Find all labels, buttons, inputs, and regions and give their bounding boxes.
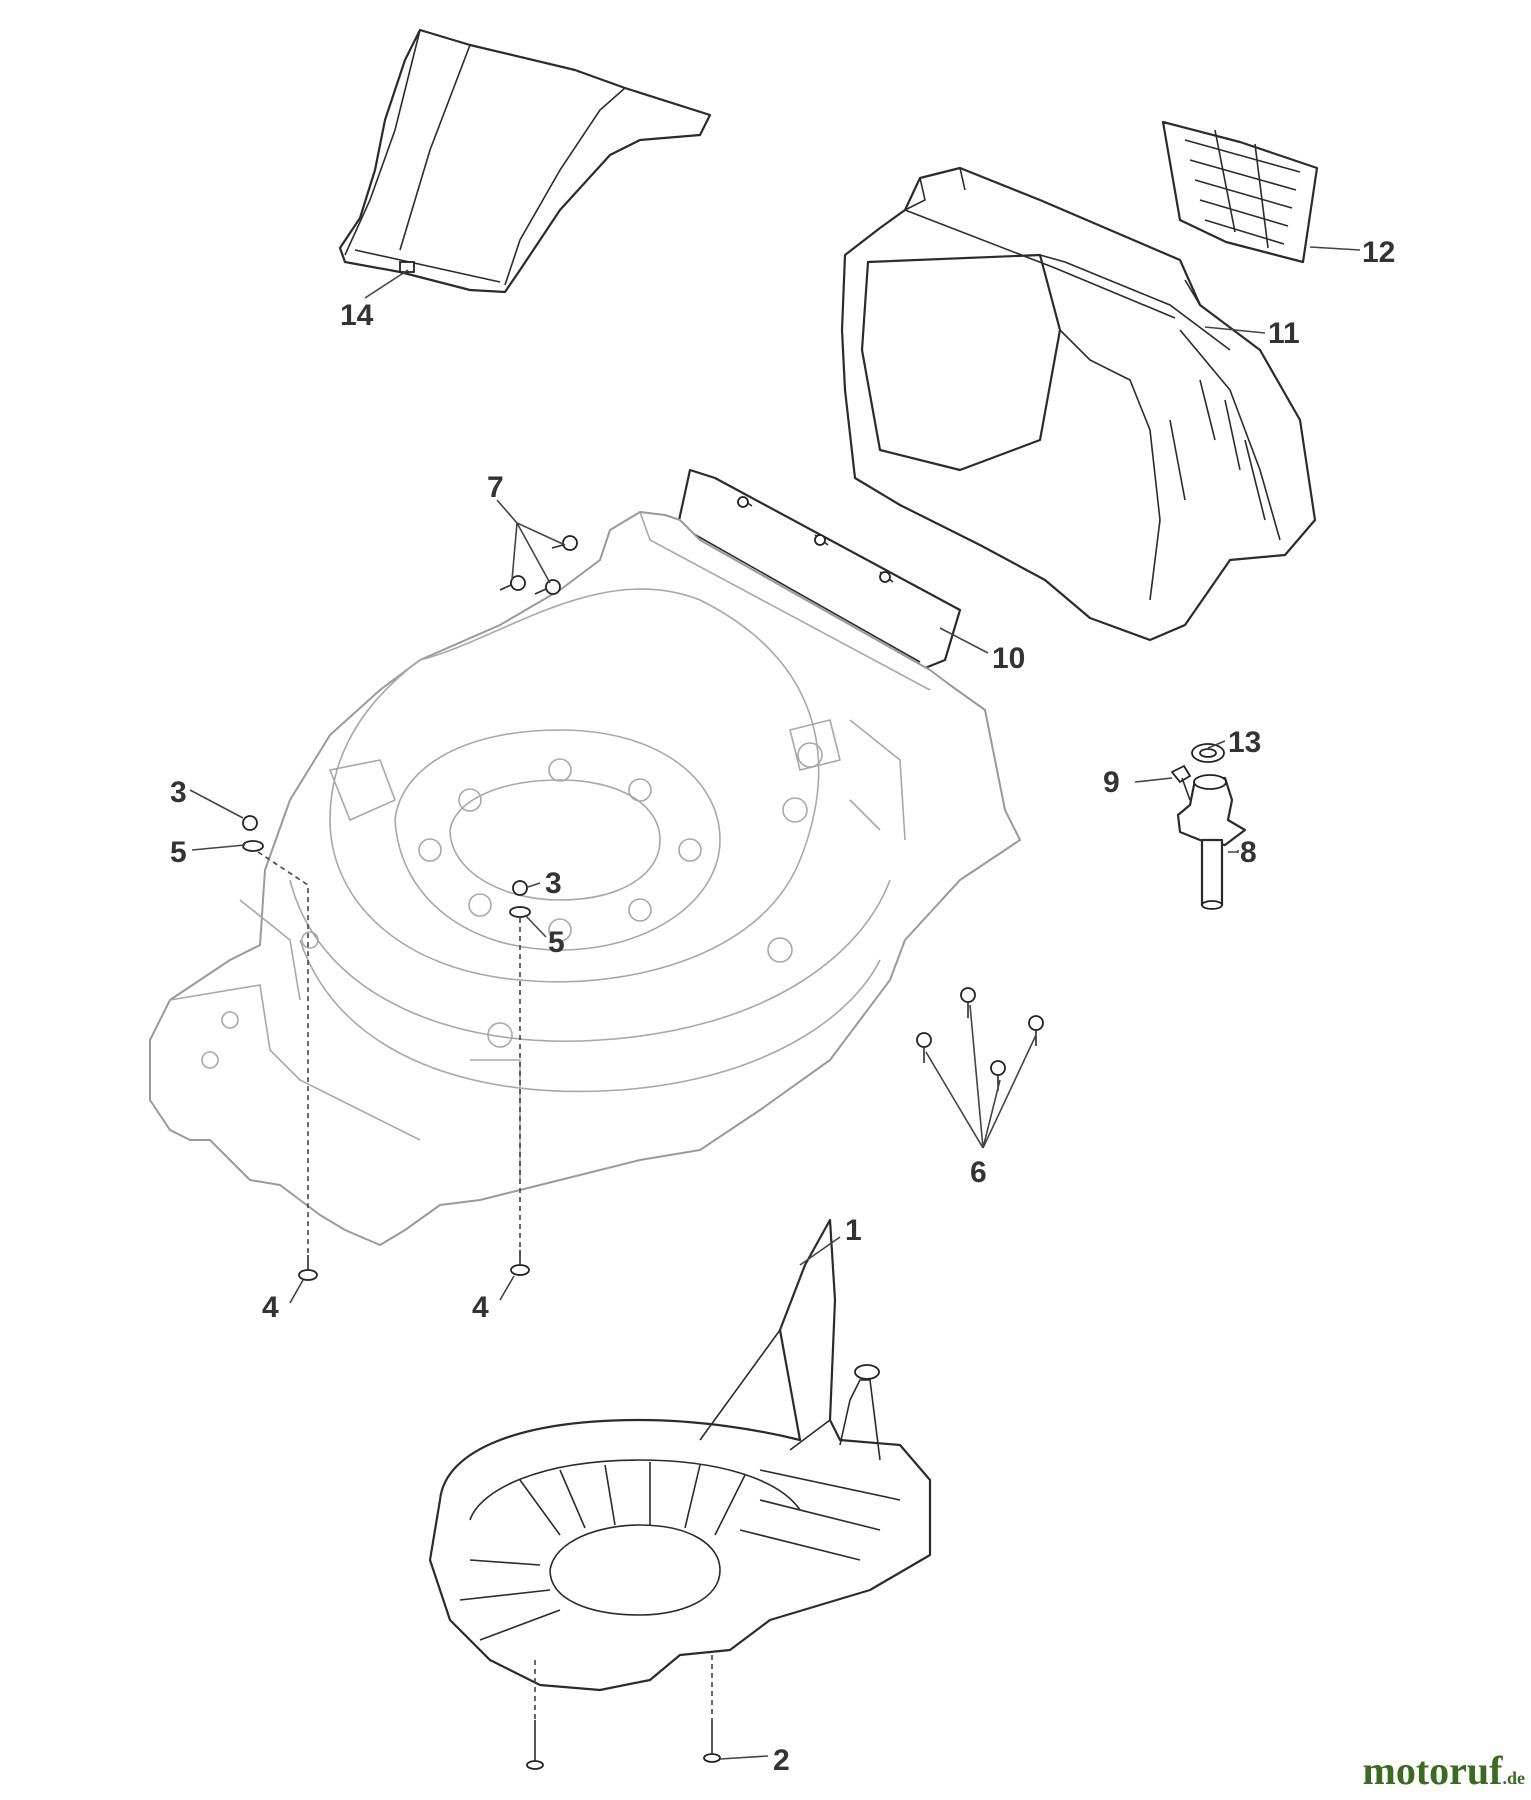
- part-14-chute-flap: [338, 28, 712, 294]
- leader-lines: [189, 246, 1361, 1760]
- mower-deck-ghost: [149, 511, 1021, 1246]
- callout-12: 12: [1362, 236, 1395, 269]
- watermark-tld: .de: [1502, 1768, 1526, 1788]
- part-7-screws: [499, 535, 578, 595]
- screw-7c: [534, 579, 561, 595]
- part-8-height-adjuster-shaft: [1176, 774, 1247, 910]
- callout-4-left: 4: [262, 1291, 279, 1324]
- callout-1: 1: [845, 1214, 862, 1247]
- screw-6a: [960, 987, 976, 1018]
- callout-5-left: 5: [170, 836, 187, 869]
- screw-6c: [1028, 1015, 1044, 1046]
- callout-4-center: 4: [472, 1291, 489, 1324]
- part-6-screws: [916, 987, 1044, 1091]
- watermark-brand: motoruf: [1362, 1748, 1503, 1793]
- callout-5-center: 5: [548, 926, 565, 959]
- screw-6d: [990, 1060, 1006, 1091]
- callout-3-left: 3: [170, 776, 187, 809]
- motoruf-watermark-logo: motoruf.de: [1363, 1747, 1525, 1794]
- part-1-baffle: [428, 1218, 932, 1692]
- callout-6: 6: [970, 1156, 987, 1189]
- bolt-2a: [526, 1720, 544, 1770]
- part-9-screw: [1170, 764, 1192, 801]
- screw-7a: [551, 535, 578, 551]
- part-3-5-fasteners-left: [242, 815, 309, 1255]
- part-2-bolts: [526, 1655, 721, 1770]
- callout-7: 7: [487, 471, 504, 504]
- part-4-bolt-center: [510, 1250, 530, 1276]
- screw-7b: [499, 575, 526, 591]
- part-3-5-fasteners-center: [509, 880, 531, 1250]
- part-4-bolt-left: [298, 1255, 318, 1281]
- callout-13: 13: [1228, 726, 1261, 759]
- callout-9: 9: [1103, 766, 1120, 799]
- bolt-2b: [703, 1720, 721, 1763]
- part-11-rear-flap-housing: [840, 166, 1317, 642]
- callout-3-center: 3: [545, 867, 562, 900]
- callout-14: 14: [340, 299, 374, 332]
- callout-8: 8: [1240, 836, 1257, 869]
- part-12-grille: [1161, 120, 1319, 264]
- part-13-washer: [1191, 743, 1225, 763]
- callout-10: 10: [992, 642, 1025, 675]
- screw-6b: [916, 1032, 932, 1063]
- callout-labels: 14 12 11 7 10 13 9 8 3 5 3 5 6 1 4 4 2: [170, 236, 1395, 1777]
- callout-2: 2: [773, 1744, 790, 1777]
- callout-11: 11: [1268, 317, 1300, 350]
